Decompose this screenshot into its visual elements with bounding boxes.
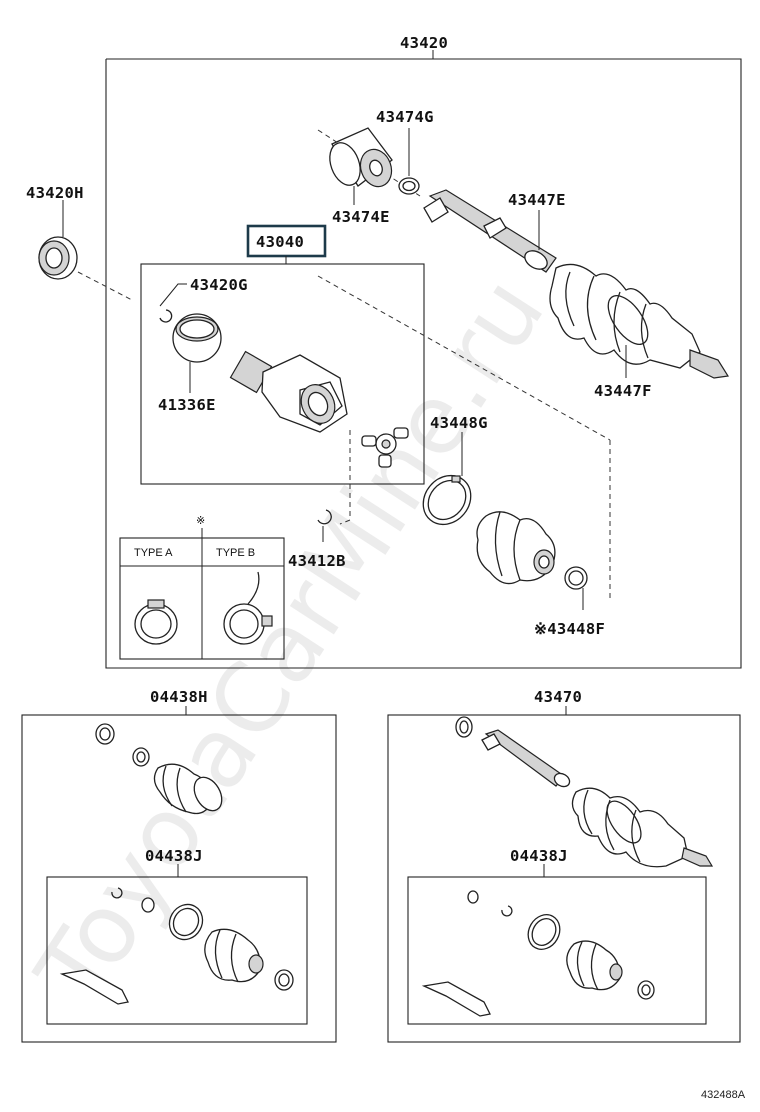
part-43420h-bearing[interactable]: 43420H — [26, 184, 133, 301]
kit-04438j-right-parts[interactable] — [421, 890, 655, 1017]
part-inboard-boot[interactable] — [476, 511, 556, 585]
figure-code: 432488A — [701, 1089, 746, 1101]
label-04438h[interactable]: 04438H — [150, 688, 208, 706]
kit-04438j-left-frame: 04438J — [46, 847, 308, 1025]
part-43447e-shaft[interactable]: 43447E — [423, 189, 566, 273]
kit-43470-parts[interactable] — [455, 716, 714, 868]
label-43040[interactable]: 43040 — [256, 233, 304, 251]
part-41336e-deflector[interactable]: 41336E — [158, 313, 222, 414]
part-43448f-clamp[interactable]: ※43448F — [534, 566, 605, 638]
label-43448g[interactable]: 43448G — [430, 414, 488, 432]
type-a-label: TYPE A — [134, 547, 173, 559]
label-41336e[interactable]: 41336E — [158, 396, 216, 414]
inboard-joint-box: 43040 — [140, 224, 425, 485]
part-inboard-joint-housing[interactable] — [229, 350, 348, 433]
label-43420h[interactable]: 43420H — [26, 184, 84, 202]
label-04438j-left[interactable]: 04438J — [145, 847, 203, 865]
label-43447e[interactable]: 43447E — [508, 191, 566, 209]
part-43448g-clamp[interactable]: 43448G — [413, 414, 487, 534]
type-b-label: TYPE B — [216, 547, 255, 559]
kit-04438h-frame: 04438H — [21, 688, 337, 1043]
label-04438j-right[interactable]: 04438J — [510, 847, 568, 865]
kit-04438h-parts[interactable] — [95, 723, 227, 816]
label-43474g[interactable]: 43474G — [376, 108, 434, 126]
part-tripod[interactable] — [339, 427, 409, 525]
label-43448f[interactable]: ※43448F — [534, 620, 605, 638]
kit-04438j-right-frame: 04438J — [407, 847, 707, 1025]
label-43412b[interactable]: 43412B — [288, 552, 346, 570]
label-43420g[interactable]: 43420G — [190, 276, 248, 294]
clamp-type-legend: ※ TYPE A TYPE B — [119, 515, 285, 660]
part-43474g-clamp[interactable]: 43474G — [376, 108, 434, 195]
label-43474e[interactable]: 43474E — [332, 208, 390, 226]
kit-43470-frame: 43470 — [387, 688, 741, 1043]
main-assembly-frame: 43420 — [105, 34, 742, 669]
legend-note-mark: ※ — [196, 515, 205, 527]
label-43470[interactable]: 43470 — [534, 688, 582, 706]
kit-04438j-left-parts[interactable] — [59, 887, 294, 1005]
part-43474e-damper[interactable]: 43474E — [317, 127, 421, 226]
part-43447f-boot[interactable]: 43447F — [549, 263, 729, 400]
part-43420g-ring[interactable]: 43420G — [159, 276, 248, 323]
label-43420[interactable]: 43420 — [400, 34, 448, 52]
label-43447f[interactable]: 43447F — [594, 382, 652, 400]
part-43412b-snap-ring[interactable]: 43412B — [288, 509, 346, 570]
